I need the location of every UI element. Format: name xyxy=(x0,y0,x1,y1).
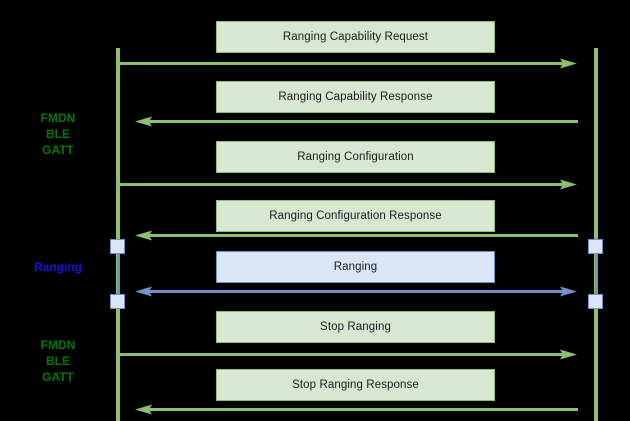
arrow-ranging-bidirectional xyxy=(134,286,578,297)
side-label-protocol-top: FMDN BLE GATT xyxy=(40,111,76,157)
ranging-spine-right xyxy=(595,246,598,302)
side-label-ranging-phase: Ranging xyxy=(34,260,82,274)
message-box-stop-ranging[interactable]: Stop Ranging xyxy=(216,311,495,343)
arrow-ranging-capability-request xyxy=(118,58,578,69)
activation-marker-left-bottom xyxy=(110,294,125,309)
lifeline-right xyxy=(594,48,598,421)
activation-marker-left-top xyxy=(110,239,125,254)
activation-marker-right-top xyxy=(588,239,603,254)
arrow-ranging-configuration xyxy=(118,179,578,190)
activation-marker-right-bottom xyxy=(588,294,603,309)
message-box-ranging-configuration-response[interactable]: Ranging Configuration Response xyxy=(216,200,495,232)
ranging-spine-left xyxy=(117,246,120,302)
message-box-ranging-configuration[interactable]: Ranging Configuration xyxy=(216,141,495,173)
message-box-ranging[interactable]: Ranging xyxy=(216,251,495,283)
arrow-stop-ranging-response xyxy=(134,404,578,415)
arrow-ranging-configuration-response xyxy=(134,230,578,241)
arrow-stop-ranging xyxy=(118,349,578,360)
message-box-ranging-capability-response[interactable]: Ranging Capability Response xyxy=(216,81,495,113)
lifeline-left xyxy=(116,48,120,421)
side-label-protocol-bottom: FMDN BLE GATT xyxy=(40,338,76,384)
message-box-ranging-capability-request[interactable]: Ranging Capability Request xyxy=(216,21,495,53)
message-box-stop-ranging-response[interactable]: Stop Ranging Response xyxy=(216,369,495,401)
arrow-ranging-capability-response xyxy=(134,116,578,127)
